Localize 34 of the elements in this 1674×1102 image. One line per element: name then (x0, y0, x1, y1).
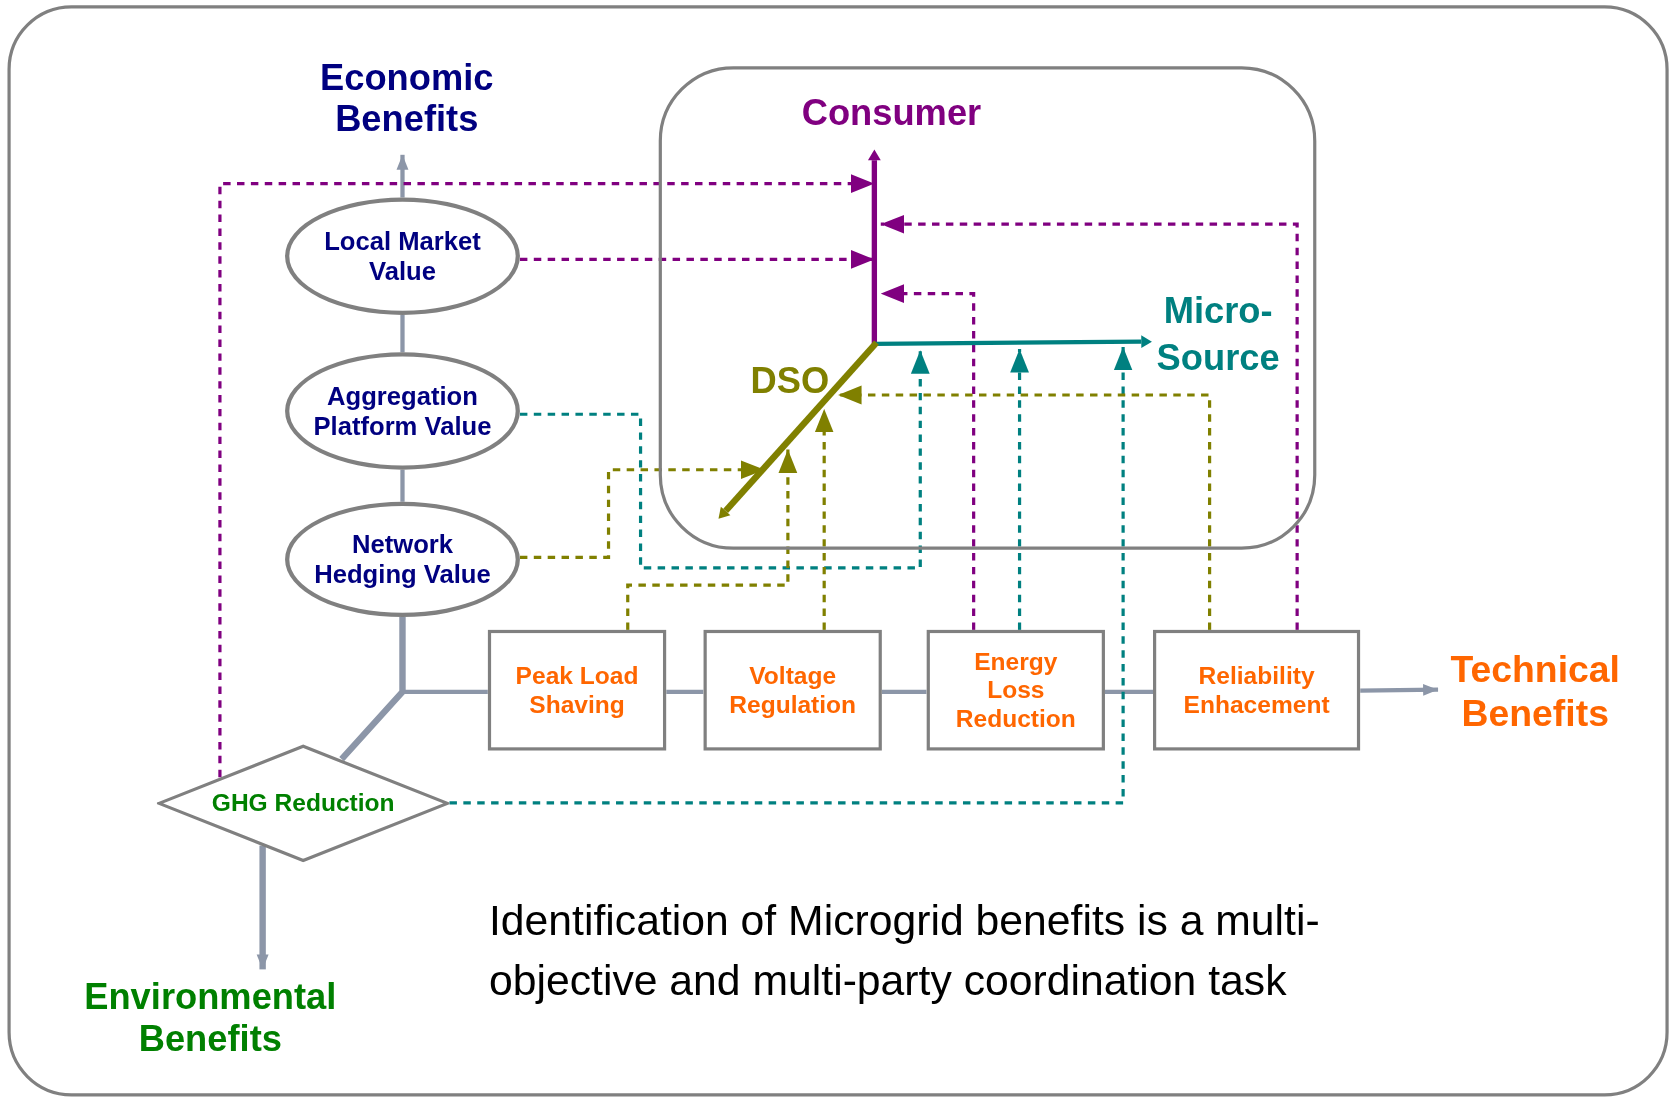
ellipse-node: Local Market Value (285, 197, 520, 315)
dashed-arrow (838, 385, 1212, 630)
axis-label: Micro- Source (1155, 289, 1281, 380)
axis-line (666, 689, 704, 694)
process-box: Energy Loss Reduction (926, 629, 1105, 751)
dashed-arrow (519, 350, 930, 570)
dashed-arrow (1010, 349, 1029, 630)
axis-label: Technical Benefits (1430, 640, 1640, 742)
axis-label: Consumer (800, 90, 983, 135)
dashed-arrow (218, 174, 875, 778)
dashed-arrow (814, 408, 834, 630)
dashed-arrow (880, 214, 1299, 630)
axis-line (400, 314, 405, 353)
axis-line (881, 689, 927, 694)
axis-line (1104, 689, 1153, 694)
dashed-arrow (626, 449, 798, 630)
decision-diamond: GHG Reduction (156, 744, 450, 863)
axis-line (1360, 683, 1439, 696)
caption: Identification of Microgrid benefits is a multi-objective and multi-party coordination task (488, 895, 1321, 1006)
dashed-arrow (880, 284, 976, 630)
dashed-arrow (449, 346, 1133, 805)
rounded-frame (658, 66, 1317, 550)
axis-label: Economic Benefits (277, 49, 536, 148)
process-box: Peak Load Shaving (487, 629, 667, 751)
axis-label: Environmental Benefits (50, 969, 371, 1066)
axis-line (396, 154, 409, 198)
axis-line (256, 845, 269, 970)
process-box: Reliability Enhacement (1153, 629, 1361, 751)
dashed-arrow (519, 250, 875, 269)
ellipse-node: Aggregation Platform Value (285, 352, 520, 470)
axis-line (400, 469, 405, 502)
process-box: Voltage Regulation (703, 629, 882, 751)
axis-line (339, 617, 406, 762)
ellipse-node: Network Hedging Value (285, 501, 520, 618)
